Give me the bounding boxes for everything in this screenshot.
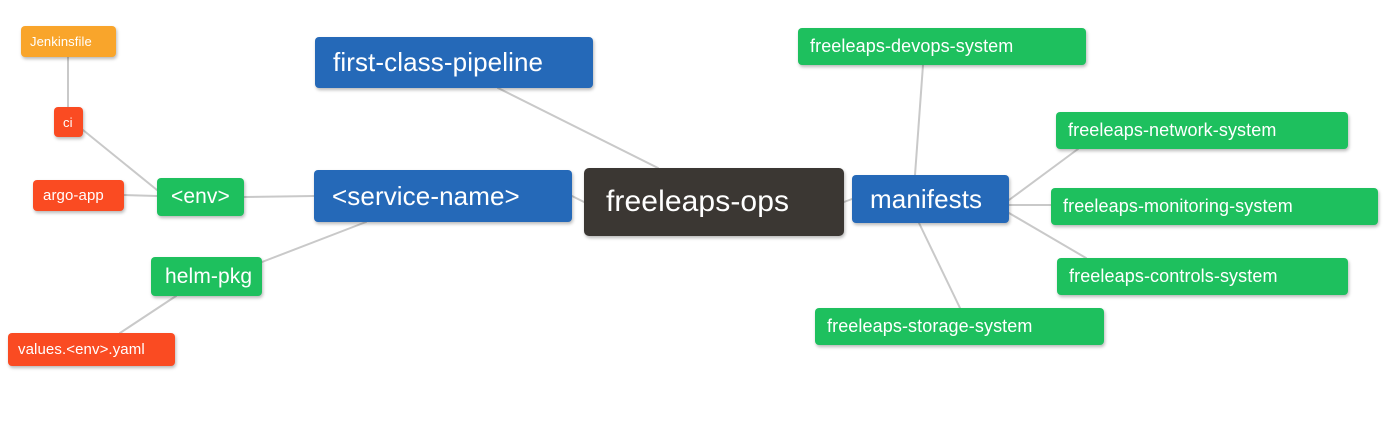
edge-service-name-to-env: [243, 195, 315, 198]
edge-freeleaps-ops-to-manifests: [843, 198, 853, 203]
edge-freeleaps-ops-to-service-name: [571, 195, 585, 203]
edge-first-class-pipeline-to-freeleaps-ops: [497, 87, 659, 169]
node-label-freeleaps-network-system: freeleaps-network-system: [1068, 120, 1277, 140]
mindmap-node-env[interactable]: <env>: [157, 178, 244, 216]
mindmap-node-freeleaps-controls-system[interactable]: freeleaps-controls-system: [1057, 258, 1348, 295]
edge-service-name-to-helm-pkg: [261, 221, 367, 263]
node-label-freeleaps-devops-system: freeleaps-devops-system: [810, 36, 1014, 56]
node-label-first-class-pipeline: first-class-pipeline: [333, 47, 544, 77]
node-label-manifests: manifests: [870, 183, 983, 214]
mindmap-node-ci[interactable]: ci: [54, 107, 83, 137]
node-label-ci: ci: [63, 114, 73, 130]
mindmap-node-freeleaps-ops[interactable]: freeleaps-ops: [584, 168, 844, 236]
mindmap-node-argo-app[interactable]: argo-app: [33, 180, 124, 211]
mindmap-node-freeleaps-storage-system[interactable]: freeleaps-storage-system: [815, 308, 1104, 345]
mindmap-node-jenkinsfile[interactable]: Jenkinsfile: [21, 26, 116, 57]
node-label-argo-app: argo-app: [43, 187, 104, 204]
mindmap-node-first-class-pipeline[interactable]: first-class-pipeline: [315, 37, 593, 88]
node-label-freeleaps-storage-system: freeleaps-storage-system: [827, 316, 1033, 336]
edge-env-to-argo-app: [123, 194, 158, 197]
node-label-freeleaps-ops: freeleaps-ops: [606, 185, 790, 218]
node-label-helm-pkg: helm-pkg: [165, 264, 253, 288]
mindmap-node-freeleaps-devops-system[interactable]: freeleaps-devops-system: [798, 28, 1086, 65]
mindmap-node-freeleaps-monitoring-system[interactable]: freeleaps-monitoring-system: [1051, 188, 1378, 225]
edge-manifests-to-freeleaps-devops-system: [914, 64, 924, 176]
node-label-jenkinsfile: Jenkinsfile: [30, 34, 92, 49]
edge-manifests-to-freeleaps-storage-system: [918, 222, 961, 309]
mindmap-node-service-name[interactable]: <service-name>: [314, 170, 572, 222]
edge-helm-pkg-to-values-env-yaml: [119, 295, 177, 334]
node-label-service-name: <service-name>: [332, 180, 520, 211]
node-label-freeleaps-monitoring-system: freeleaps-monitoring-system: [1063, 196, 1293, 216]
mindmap-node-manifests[interactable]: manifests: [852, 175, 1009, 223]
node-label-values-env-yaml: values.<env>.yaml: [18, 341, 145, 358]
mindmap-node-values-env-yaml[interactable]: values.<env>.yaml: [8, 333, 175, 366]
mindmap-node-freeleaps-network-system[interactable]: freeleaps-network-system: [1056, 112, 1348, 149]
node-label-env: <env>: [171, 185, 230, 208]
mindmap-node-helm-pkg[interactable]: helm-pkg: [151, 257, 262, 296]
node-label-freeleaps-controls-system: freeleaps-controls-system: [1069, 266, 1278, 286]
